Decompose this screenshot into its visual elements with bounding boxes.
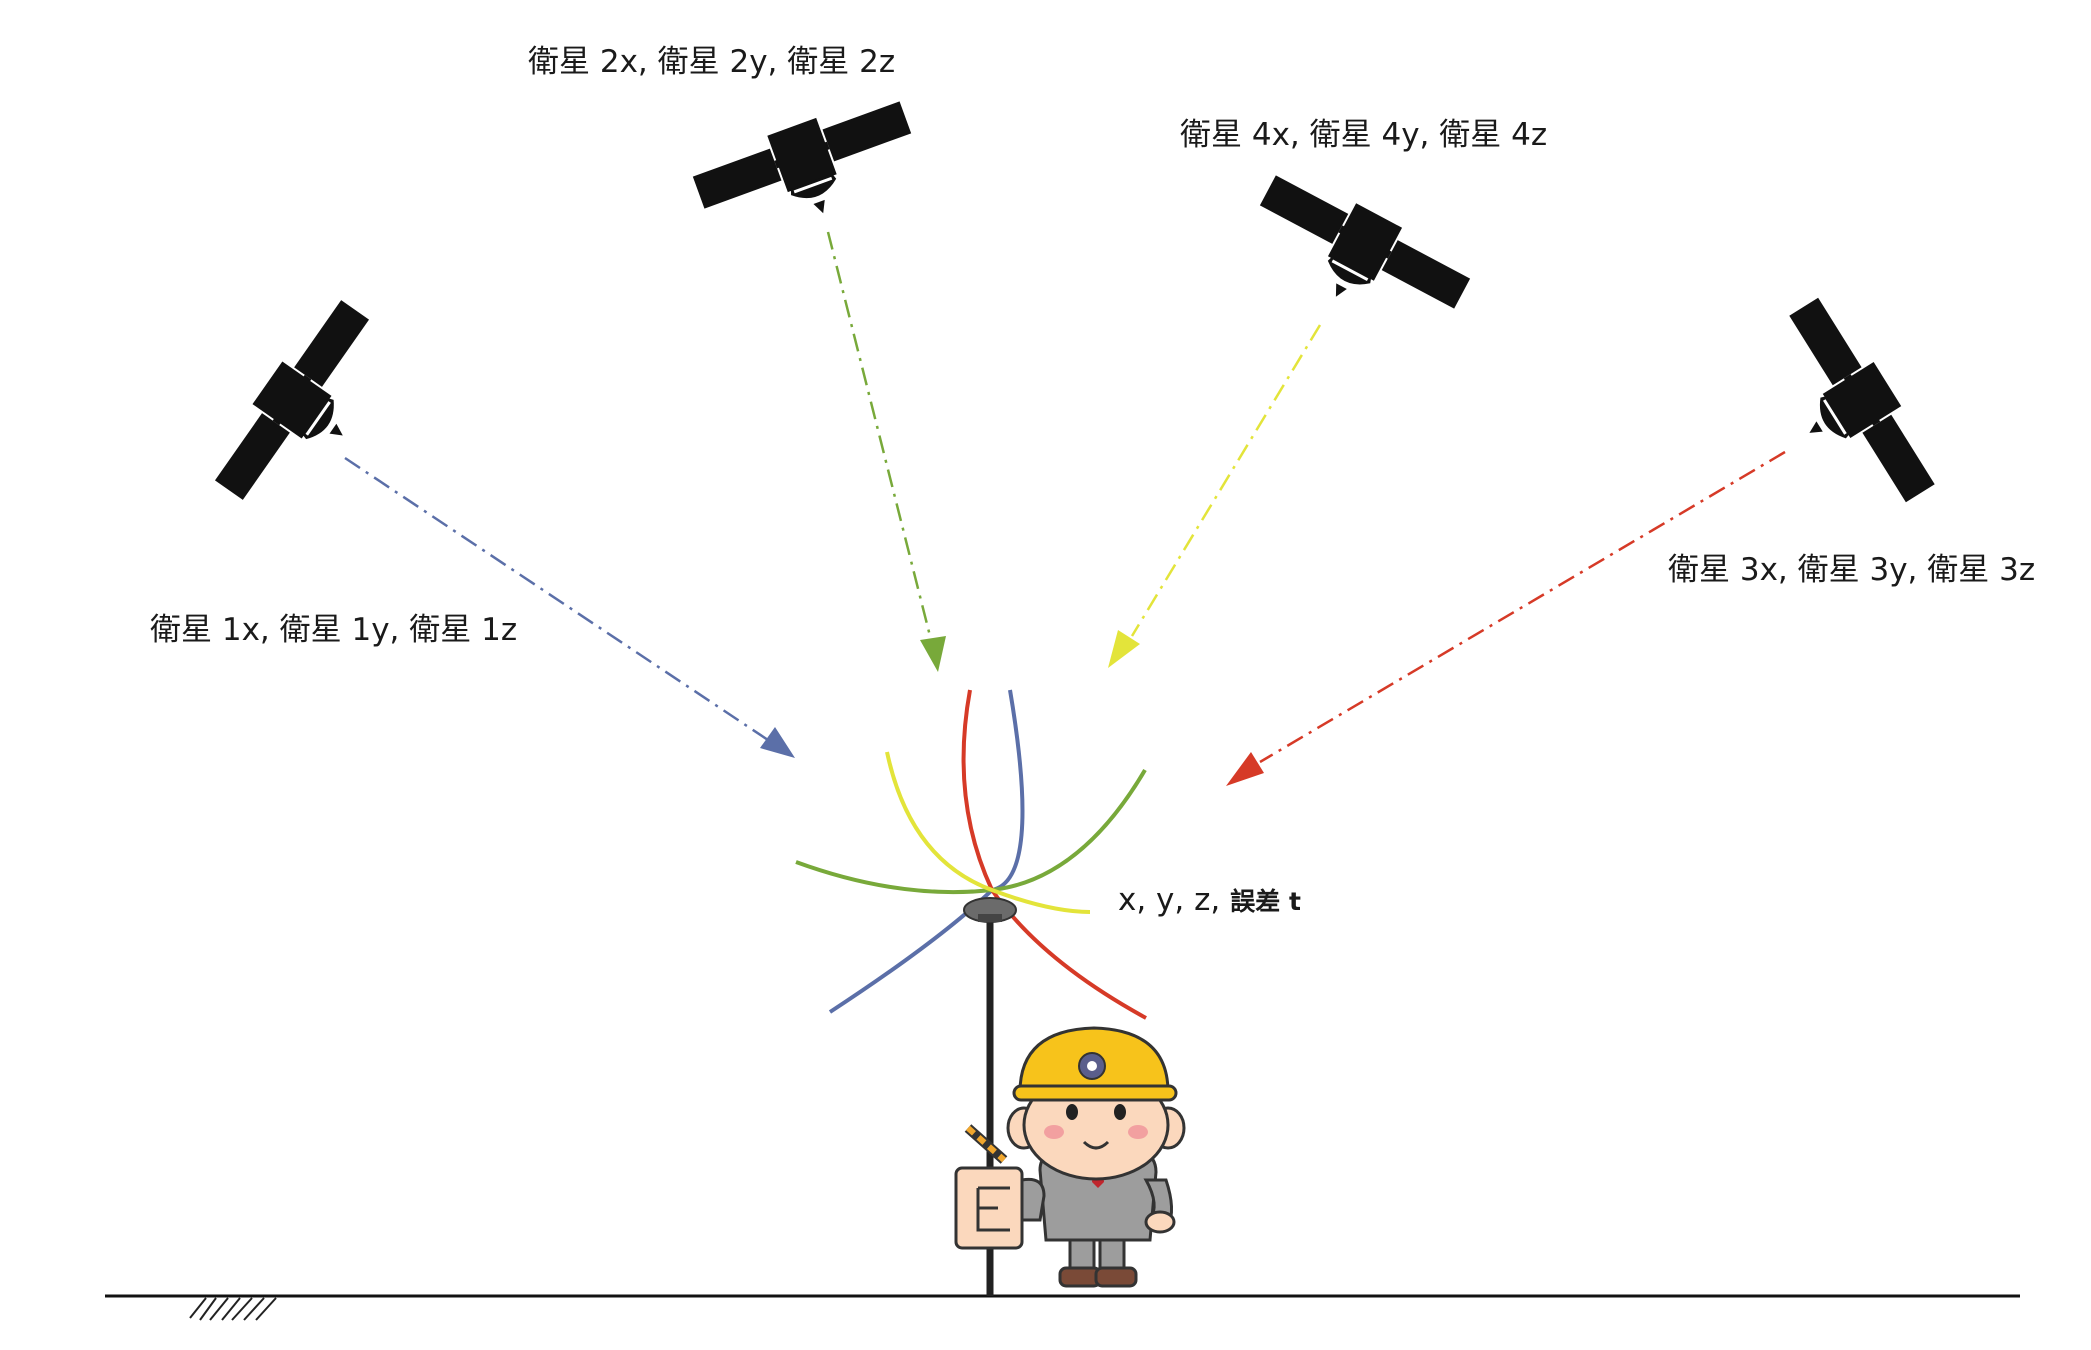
satellite-3-label: 衛星 3x, 衛星 3y, 衛星 3z [1668, 552, 2035, 588]
range-arc-blue [828, 689, 1025, 1014]
satellite-icon [686, 87, 929, 253]
signal-ray-4 [1108, 324, 1322, 668]
satellite-2-label: 衛星 2x, 衛星 2y, 衛星 2z [528, 44, 895, 80]
receiver-error: 誤差 t [1230, 887, 1301, 916]
receiver-coords-label: x, y, z, 誤差 t [1118, 882, 1301, 918]
range-arc-yellow [885, 751, 1091, 914]
signal-ray-1 [344, 456, 795, 758]
surveyor-figure [954, 1026, 1186, 1288]
satellite-icon [1237, 162, 1478, 350]
signal-ray-2 [826, 231, 946, 672]
receiver-coords: x, y, z, [1118, 882, 1220, 918]
range-arcs [795, 689, 1147, 1020]
satellite-4-label: 衛星 4x, 衛星 4y, 衛星 4z [1180, 117, 1547, 153]
satellite-icon [202, 291, 408, 528]
ground-hatch-icon [189, 1297, 277, 1321]
satellite-1-label: 衛星 1x, 衛星 1y, 衛星 1z [150, 612, 517, 648]
signal-ray-3 [1226, 450, 1786, 786]
satellite-icon [1749, 289, 1948, 528]
